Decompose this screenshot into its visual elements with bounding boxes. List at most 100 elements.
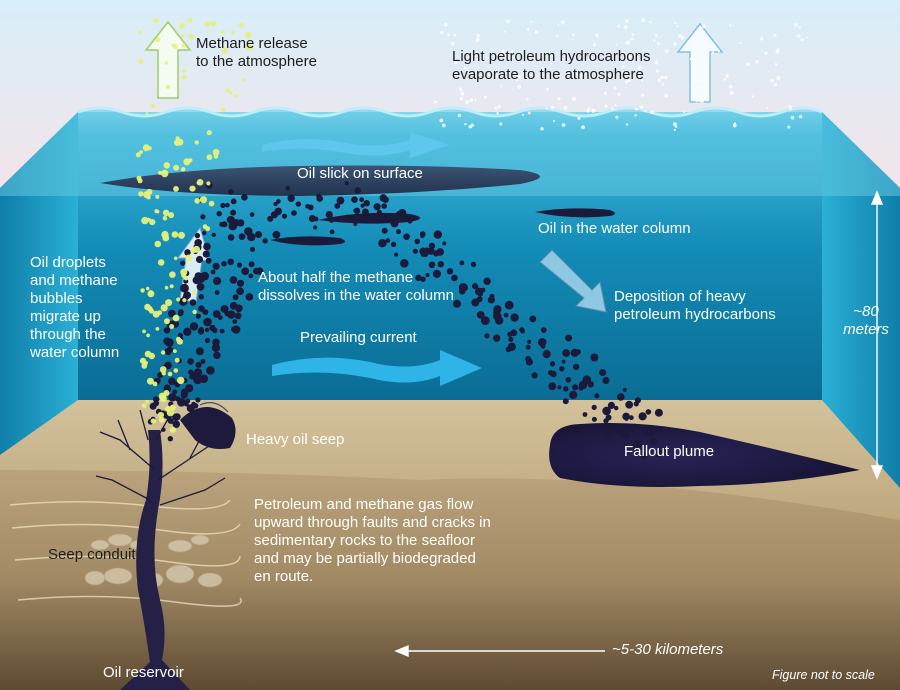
- vapor-particle: [499, 122, 503, 126]
- seep-conduit: [120, 430, 190, 690]
- vapor-particle: [760, 37, 764, 41]
- methane-bubble: [135, 152, 141, 158]
- vapor-particle: [776, 75, 781, 80]
- oil-droplet: [213, 351, 221, 360]
- vapor-particle: [718, 50, 720, 53]
- oil-droplet: [575, 349, 581, 355]
- oil-droplet: [603, 418, 609, 424]
- vapor-particle: [773, 33, 777, 37]
- oil-droplet: [470, 261, 477, 268]
- oil-droplet: [195, 347, 204, 356]
- vapor-particle: [525, 97, 529, 101]
- oil-droplet: [262, 238, 268, 244]
- prevailing-current-arrow: [272, 350, 482, 386]
- oil-droplet: [249, 212, 255, 217]
- vapor-particle: [654, 33, 658, 37]
- vapor-particle: [439, 118, 444, 123]
- oil-droplet: [527, 339, 532, 344]
- vapor-particle: [664, 49, 669, 53]
- surface-current-arrow: [262, 132, 450, 158]
- vapor-particle: [561, 123, 566, 127]
- vapor-particle: [595, 73, 600, 78]
- methane-bubble: [169, 426, 176, 433]
- methane-bubble: [181, 272, 187, 278]
- vapor-particle: [689, 57, 693, 61]
- vapor-particle: [615, 44, 618, 47]
- vapor-particle: [621, 65, 625, 68]
- oil-droplet: [420, 276, 426, 282]
- oil-droplet: [433, 230, 442, 239]
- oil-droplet: [163, 327, 171, 334]
- oil-droplet: [212, 338, 220, 347]
- oil-droplet: [531, 372, 538, 379]
- methane-bubble: [138, 58, 144, 64]
- methane-bubble: [182, 298, 187, 303]
- oil-droplet: [654, 408, 663, 417]
- methane-bubble: [162, 215, 168, 221]
- oil-droplet: [291, 210, 297, 216]
- vapor-particle: [509, 55, 512, 58]
- methane-bubble: [158, 392, 167, 400]
- vapor-particle: [674, 125, 678, 128]
- label-oil-slick: Oil slick on surface: [297, 165, 423, 182]
- oil-droplet: [437, 261, 444, 268]
- oil-droplet: [313, 225, 318, 230]
- label-fallout-plume: Fallout plume: [624, 443, 715, 460]
- oil-droplet: [504, 300, 514, 310]
- oil-droplet: [229, 276, 238, 284]
- vapor-particle: [691, 54, 694, 58]
- oil-droplet: [621, 432, 627, 438]
- vapor-particle: [614, 104, 617, 107]
- vapor-particle: [790, 116, 795, 120]
- oil-droplet: [381, 227, 388, 234]
- methane-bubble: [142, 329, 146, 334]
- oil-droplet: [561, 359, 566, 364]
- vapor-particle: [557, 24, 560, 27]
- oil-droplet: [471, 298, 480, 307]
- methane-bubble: [155, 37, 161, 43]
- vapor-particle: [729, 90, 734, 95]
- vapor-particle: [625, 40, 630, 45]
- vapor-particle: [530, 21, 533, 24]
- vapor-particle: [522, 113, 524, 116]
- oil-droplet: [353, 222, 358, 226]
- oil-droplet: [236, 287, 245, 296]
- methane-bubble: [174, 357, 180, 363]
- oil-droplet: [168, 377, 176, 386]
- oil-droplet: [193, 375, 203, 385]
- vapor-particle: [801, 38, 804, 41]
- oil-droplet: [396, 229, 401, 235]
- oil-droplet: [163, 337, 171, 346]
- oil-droplet: [211, 343, 221, 352]
- label-scale-note: Figure not to scale: [772, 668, 875, 682]
- oil-droplet: [202, 230, 207, 236]
- oil-droplet: [525, 344, 531, 350]
- methane-bubble: [165, 84, 171, 90]
- oil-droplet: [334, 203, 341, 209]
- oil-droplet: [446, 268, 454, 275]
- methane-bubble: [190, 248, 196, 254]
- vapor-particle: [595, 33, 599, 38]
- vapor-particle: [549, 62, 552, 65]
- oil-droplet: [285, 185, 291, 191]
- vapor-particle: [469, 98, 474, 103]
- methane-bubble: [138, 30, 143, 35]
- seep-highlight: [199, 402, 229, 413]
- oil-droplet: [591, 404, 597, 410]
- oil-droplet: [184, 249, 191, 256]
- methane-bubble: [196, 179, 204, 186]
- methane-bubble: [153, 18, 159, 24]
- vapor-particle: [625, 123, 629, 126]
- label-light-petroleum: Light petroleum hydrocarbons evaporate t…: [452, 48, 651, 83]
- vapor-particle: [527, 111, 531, 115]
- vapor-particle: [572, 33, 575, 37]
- methane-bubble: [149, 219, 156, 226]
- vapor-particle: [774, 83, 778, 87]
- oil-droplet: [200, 358, 206, 364]
- oil-droplet: [307, 204, 314, 211]
- oil-droplet: [563, 386, 569, 392]
- methane-bubble: [146, 377, 154, 385]
- vapor-particle: [625, 19, 629, 24]
- vapor-particle: [506, 19, 510, 24]
- methane-bubble: [169, 284, 174, 289]
